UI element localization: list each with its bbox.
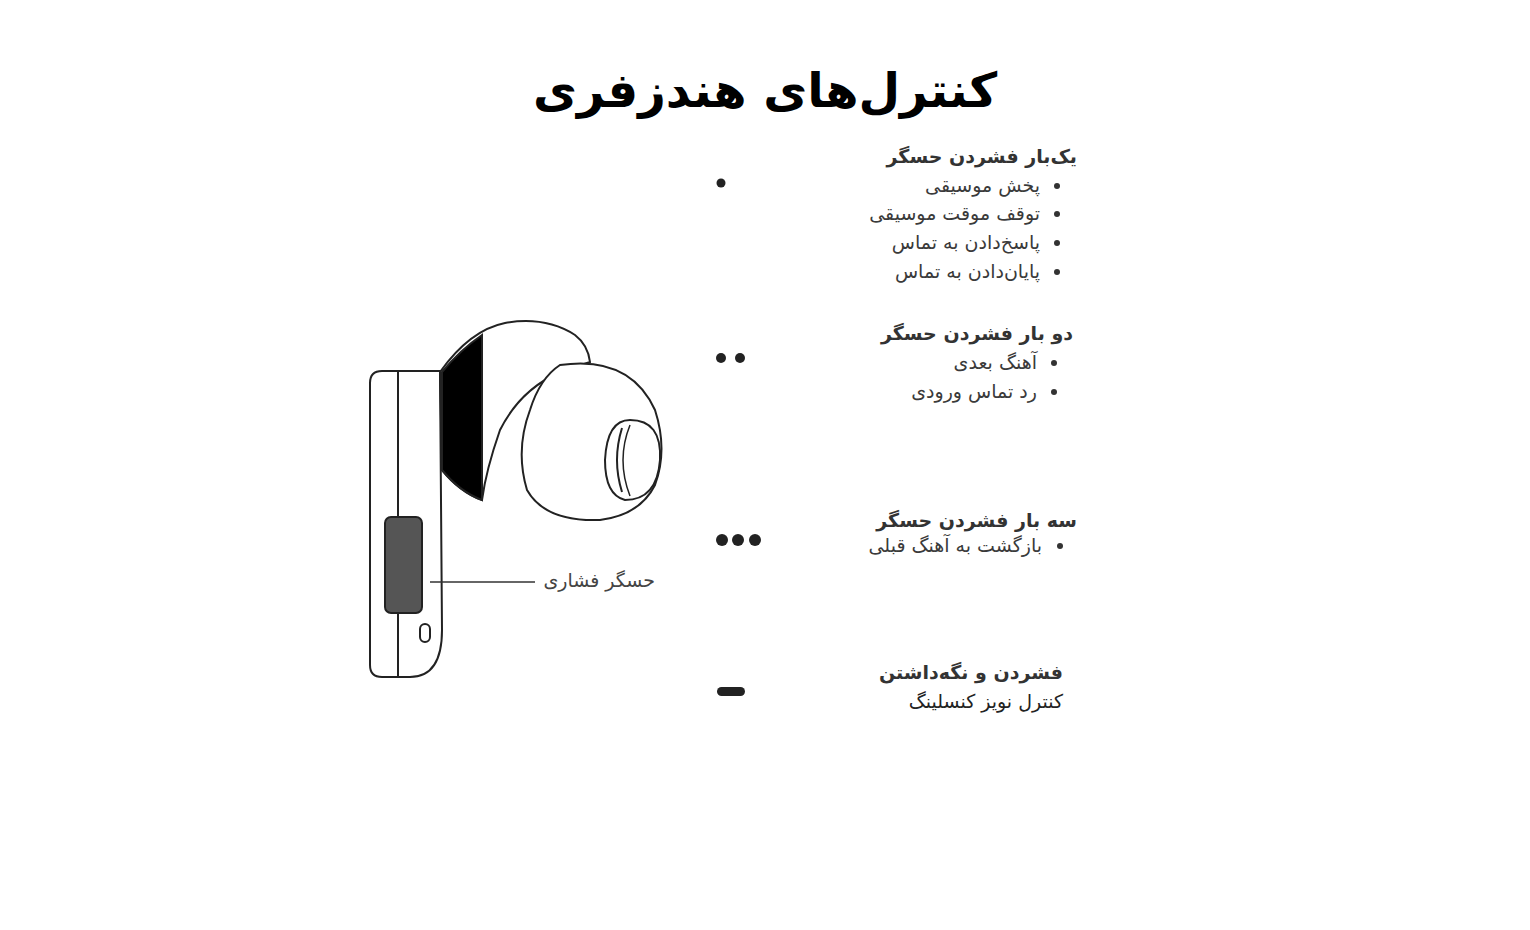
action-item: رد تماس ورودی: [911, 380, 1037, 404]
bullet-dots: [1051, 183, 1063, 549]
action-item: پخش موسیقی: [925, 174, 1040, 198]
diagram-title: کنترل‌های هندزفری: [533, 60, 997, 120]
action-item: توقف موقت موسیقی: [869, 202, 1040, 226]
action-item: کنترل نویز کنسلینگ: [909, 690, 1063, 714]
action-item: پایان‌دادن به تماس: [895, 260, 1040, 284]
part-callout: حسگر فشاری: [543, 569, 655, 593]
leader-line: [430, 581, 535, 583]
gesture-heading: دو بار فشردن حسگر: [881, 322, 1073, 346]
action-item: پاسخ‌دادن به تماس: [892, 231, 1040, 255]
gesture-heading: یک‌بار فشردن حسگر: [887, 145, 1077, 169]
action-item: بازگشت به آهنگ قبلی: [869, 534, 1042, 558]
gesture-heading: فشردن و نگه‌داشتن: [879, 661, 1063, 685]
gesture-heading: سه بار فشردن حسگر: [876, 509, 1077, 533]
action-item: آهنگ بعدی: [954, 351, 1037, 375]
press-symbols: [716, 179, 761, 697]
